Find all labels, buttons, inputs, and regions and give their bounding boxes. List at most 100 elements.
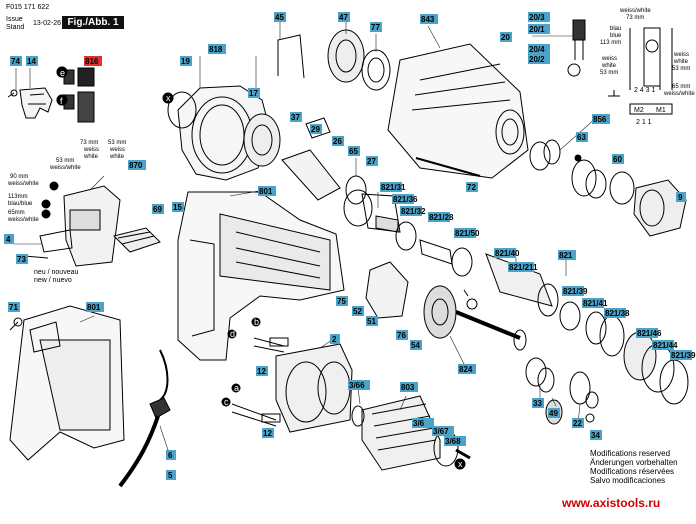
part-75[interactable]: 75 [337, 297, 346, 306]
wire-weiss-white-5: weiss/white [7, 217, 39, 223]
part-3-68[interactable]: 3/68 [445, 437, 461, 446]
rwire-len-113: 113 mm [600, 40, 621, 46]
part-4[interactable]: 4 [6, 235, 11, 244]
part-20-2[interactable]: 20/2 [529, 55, 545, 64]
letter-a: a [234, 383, 239, 393]
part-72[interactable]: 72 [467, 183, 476, 192]
part-821-40[interactable]: 821/40 [495, 249, 520, 258]
part-52[interactable]: 52 [353, 307, 362, 316]
modifications-notice: Modifications reserved Änderungen vorbeh… [590, 449, 678, 485]
wire-white-1: white [83, 154, 99, 160]
wire-weiss-white-3: weiss/white [49, 165, 81, 171]
part-821-39-lower[interactable]: 821/39 [671, 351, 696, 360]
part-37[interactable]: 37 [291, 113, 300, 122]
part-34[interactable]: 34 [591, 431, 600, 440]
part-15[interactable]: 15 [173, 203, 182, 212]
part-19[interactable]: 19 [181, 57, 190, 66]
rwire-white: white [601, 63, 617, 69]
letter-d: d [230, 329, 235, 339]
wiring-diagram-right [608, 27, 673, 115]
part-69[interactable]: 69 [153, 205, 162, 214]
part-818[interactable]: 818 [209, 45, 223, 54]
spindle-parts [529, 139, 687, 237]
part-5[interactable]: 5 [168, 471, 173, 480]
part-54[interactable]: 54 [411, 341, 420, 350]
rwire-len-73: 73 mm [626, 15, 644, 21]
part-821-28[interactable]: 821/28 [429, 213, 454, 222]
part-6[interactable]: 6 [168, 451, 173, 460]
wire-weiss-2: weiss [109, 147, 125, 153]
part-3-66[interactable]: 3/66 [349, 381, 365, 390]
part-45[interactable]: 45 [275, 13, 284, 22]
part-856[interactable]: 856 [593, 115, 607, 124]
wiring-labels-right: weiss/white 73 mm blau blue 113 mm weiss… [600, 8, 695, 126]
rwire-weiss-white-2: weiss/white [663, 91, 695, 97]
part-843[interactable]: 843 [421, 15, 435, 24]
part-821-211[interactable]: 821/211 [509, 263, 538, 272]
part-76[interactable]: 76 [397, 331, 406, 340]
part-870[interactable]: 870 [129, 161, 143, 170]
gear-drive-parts [365, 261, 527, 351]
part-20-3[interactable]: 20/3 [529, 13, 545, 22]
part-2[interactable]: 2 [332, 335, 337, 344]
website-url[interactable]: www.axistools.ru [562, 496, 661, 510]
part-33[interactable]: 33 [533, 399, 542, 408]
part-60[interactable]: 60 [613, 155, 622, 164]
part-73[interactable]: 73 [17, 255, 26, 264]
wire-len-65: 65mm [8, 210, 25, 216]
part-22[interactable]: 22 [573, 419, 582, 428]
new-label-2: new / nuevo [34, 277, 72, 284]
part-27[interactable]: 27 [367, 157, 376, 166]
rwire-white-w: white [673, 59, 689, 65]
part-65[interactable]: 65 [349, 147, 358, 156]
part-9[interactable]: 9 [678, 193, 683, 202]
part-12-upper[interactable]: 12 [257, 367, 266, 376]
letter-labels: e f x d b a c x [60, 68, 463, 469]
part-821-50[interactable]: 821/50 [455, 229, 480, 238]
part-29[interactable]: 29 [311, 125, 320, 134]
part-49[interactable]: 49 [549, 409, 558, 418]
terminal-numbers: 2 4 3 1 [634, 87, 656, 94]
part-14[interactable]: 14 [27, 57, 36, 66]
notice-en: Modifications reserved [590, 449, 671, 458]
part-74[interactable]: 74 [11, 57, 20, 66]
part-821-41[interactable]: 821/41 [583, 299, 608, 308]
part-821-46[interactable]: 821/46 [637, 329, 662, 338]
part-12-lower[interactable]: 12 [263, 429, 272, 438]
rwire-weiss: weiss [601, 56, 617, 62]
stator-field-2 [231, 337, 353, 433]
part-20-1[interactable]: 20/1 [529, 25, 545, 34]
part-20[interactable]: 20 [501, 33, 510, 42]
part-3-6[interactable]: 3/6 [413, 419, 425, 428]
part-821-36[interactable]: 821/36 [393, 195, 418, 204]
part-821-31[interactable]: 821/31 [381, 183, 406, 192]
part-47[interactable]: 47 [339, 13, 348, 22]
letter-f: f [60, 96, 63, 106]
brush-holder-20 [567, 19, 586, 77]
part-803[interactable]: 803 [401, 383, 415, 392]
stand-label: Stand [6, 24, 25, 31]
armature-803 [351, 395, 471, 471]
part-20-4[interactable]: 20/4 [529, 45, 545, 54]
part-63[interactable]: 63 [577, 133, 586, 142]
part-3-67[interactable]: 3/67 [433, 427, 449, 436]
part-71[interactable]: 71 [9, 303, 18, 312]
part-824[interactable]: 824 [459, 365, 473, 374]
wire-clip-45 [277, 34, 305, 79]
drawing-layer [7, 19, 689, 488]
part-51[interactable]: 51 [367, 317, 376, 326]
part-816[interactable]: 816 [85, 57, 99, 66]
part-17[interactable]: 17 [249, 89, 258, 98]
part-821-38[interactable]: 821/38 [605, 309, 630, 318]
part-801-top[interactable]: 801 [259, 187, 273, 196]
switch-lever-part [7, 87, 53, 119]
part-821-39-upper[interactable]: 821/39 [563, 287, 588, 296]
part-77[interactable]: 77 [371, 23, 380, 32]
tag-bg [10, 56, 22, 66]
part-26[interactable]: 26 [333, 137, 342, 146]
part-801-bottom[interactable]: 801 [87, 303, 101, 312]
part-821-44[interactable]: 821/44 [653, 341, 678, 350]
part-821-32[interactable]: 821/32 [401, 207, 426, 216]
part-821[interactable]: 821 [559, 251, 573, 260]
